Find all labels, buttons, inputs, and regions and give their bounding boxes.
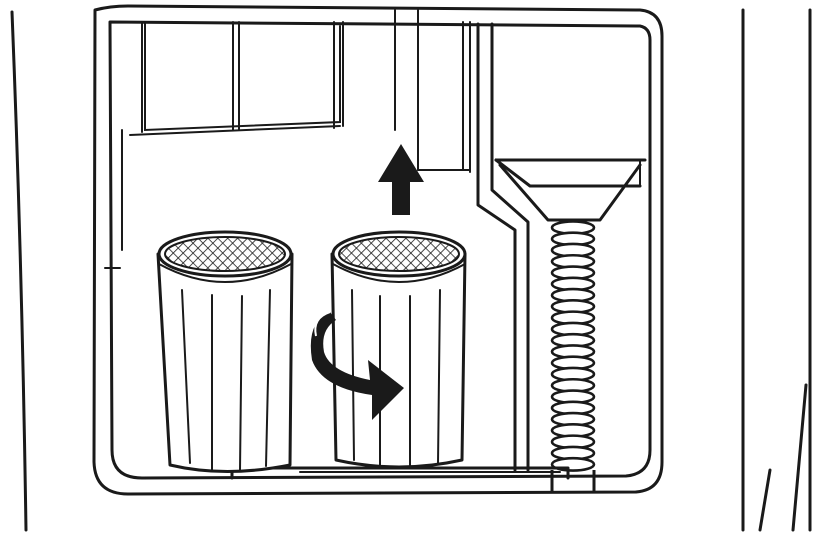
right-filter [330, 230, 467, 469]
up-arrow-icon [378, 144, 424, 215]
hose-outlet [550, 470, 596, 492]
hose-housing [476, 22, 647, 472]
appliance-edges [10, 8, 812, 532]
coiled-hose [550, 220, 596, 492]
rotate-arrow-icon [310, 311, 404, 420]
compartment-frame [92, 4, 664, 496]
left-filter [156, 230, 294, 473]
back-wall [104, 9, 471, 269]
